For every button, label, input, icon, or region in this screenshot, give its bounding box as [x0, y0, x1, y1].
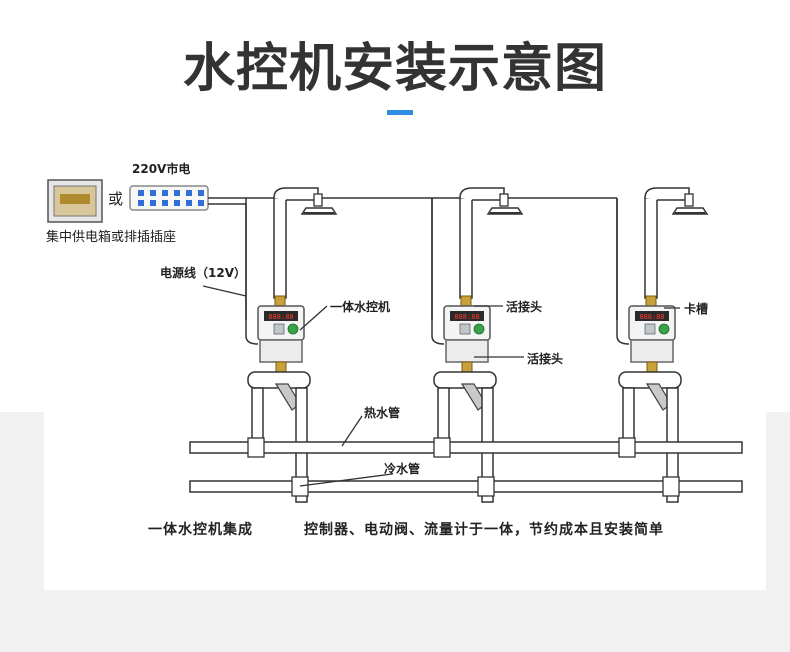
or-label: 或: [108, 190, 124, 208]
page-title: 水控机安装示意图: [182, 39, 607, 99]
connector-bottom-label: 活接头: [527, 352, 564, 366]
mains-power-label: 220V市电: [132, 162, 191, 176]
controller-label: 一体水控机: [330, 300, 391, 314]
hot-pipe-label: 热水管: [364, 406, 401, 420]
caption-left: 一体水控机集成: [148, 522, 253, 538]
cold-water-pipe: [189, 480, 743, 493]
connector-top-label: 活接头: [506, 300, 543, 314]
pipe-fittings: [247, 437, 680, 497]
card-slot-label: 卡槽: [684, 302, 709, 316]
caption-right: 控制器、电动阀、流量计于一体，节约成本且安装简单: [304, 522, 664, 538]
power-box-label: 集中供电箱或排插插座: [46, 230, 177, 245]
power-strip-icon: [129, 185, 209, 211]
title-accent-bar: [387, 110, 413, 115]
power-line-label: 电源线（12V）: [160, 266, 246, 280]
label-leader-lines: [202, 285, 680, 487]
cold-pipe-label: 冷水管: [384, 462, 421, 476]
hot-water-pipe: [189, 441, 743, 454]
electrical-box-icon: [47, 179, 103, 223]
power-bus-line: [208, 197, 618, 320]
